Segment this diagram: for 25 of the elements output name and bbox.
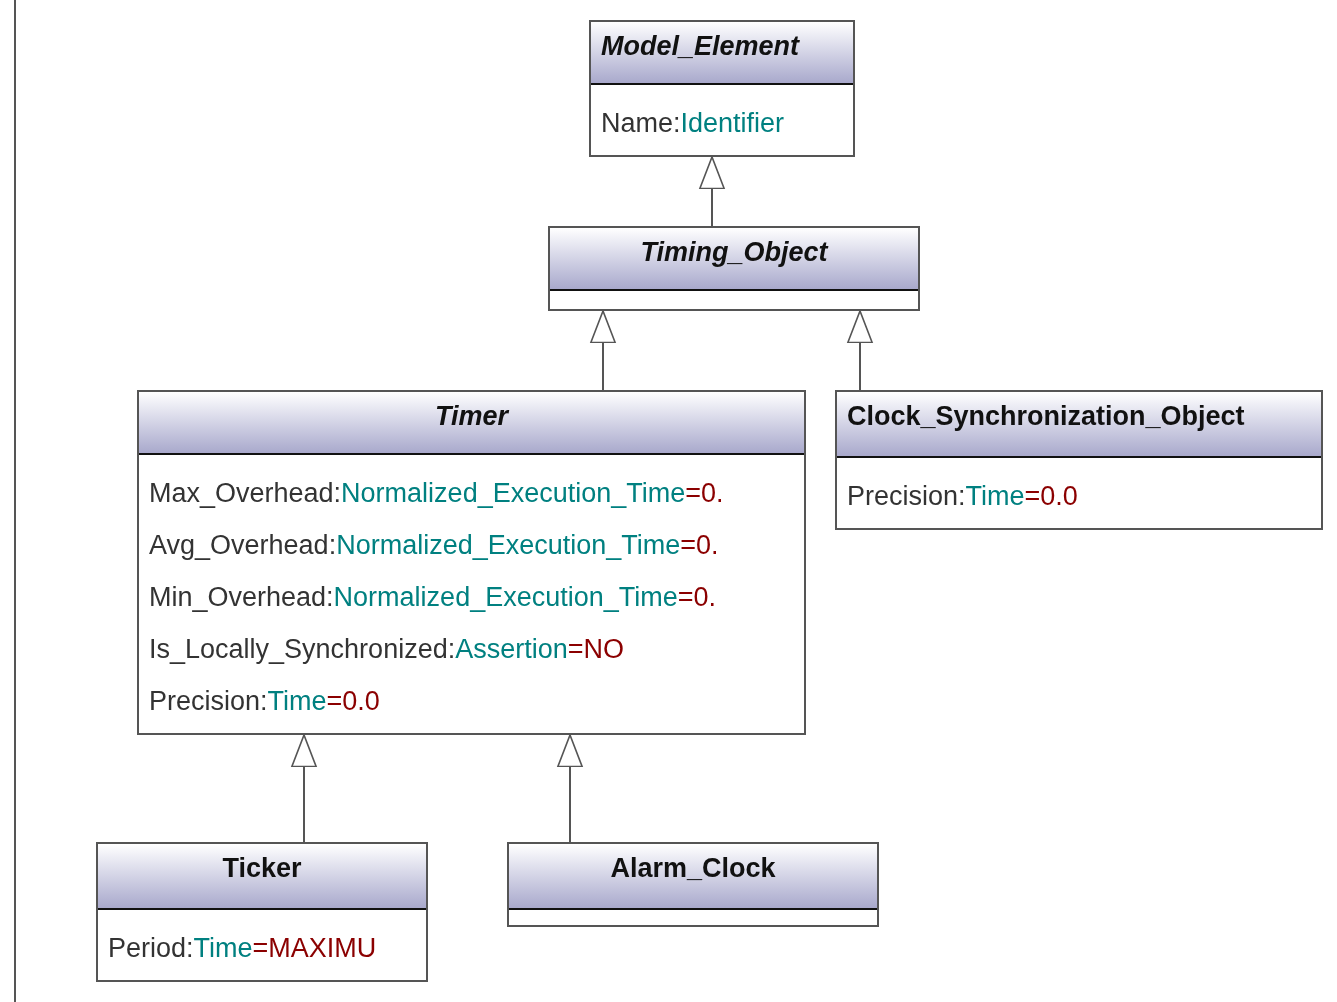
class-name: Timing_Object bbox=[640, 236, 828, 269]
attribute-text: Precision:Time=0.0 bbox=[847, 480, 1078, 513]
class-name: Timer bbox=[434, 400, 508, 433]
attribute-text: Min_Overhead:Normalized_Execution_Time=0. bbox=[149, 581, 717, 614]
class-name: Model_Element bbox=[601, 30, 800, 63]
class-name: Alarm_Clock bbox=[610, 852, 776, 885]
generalization-arrow bbox=[291, 734, 317, 843]
generalization-arrow bbox=[847, 310, 873, 391]
class-box bbox=[507, 842, 879, 927]
class-box bbox=[548, 226, 920, 311]
class-box bbox=[589, 20, 855, 157]
attribute-text: Precision:Time=0.0 bbox=[149, 685, 380, 718]
attribute-text: Is_Locally_Synchronized:Assertion=NO bbox=[149, 633, 625, 666]
class-name: Clock_Synchronization_Object bbox=[847, 400, 1245, 433]
class-box bbox=[137, 390, 806, 735]
generalization-arrow bbox=[590, 310, 616, 391]
attribute-text: Avg_Overhead:Normalized_Execution_Time=0. bbox=[149, 529, 719, 562]
class-name: Ticker bbox=[222, 852, 302, 885]
class-box bbox=[835, 390, 1323, 530]
class-box bbox=[96, 842, 428, 982]
generalization-arrow bbox=[699, 156, 725, 227]
attribute-text: Period:Time=MAXIMU bbox=[108, 932, 377, 965]
attribute-text: Max_Overhead:Normalized_Execution_Time=0. bbox=[149, 477, 724, 510]
generalization-arrow bbox=[557, 734, 583, 843]
attribute-text: Name:Identifier bbox=[601, 107, 785, 140]
